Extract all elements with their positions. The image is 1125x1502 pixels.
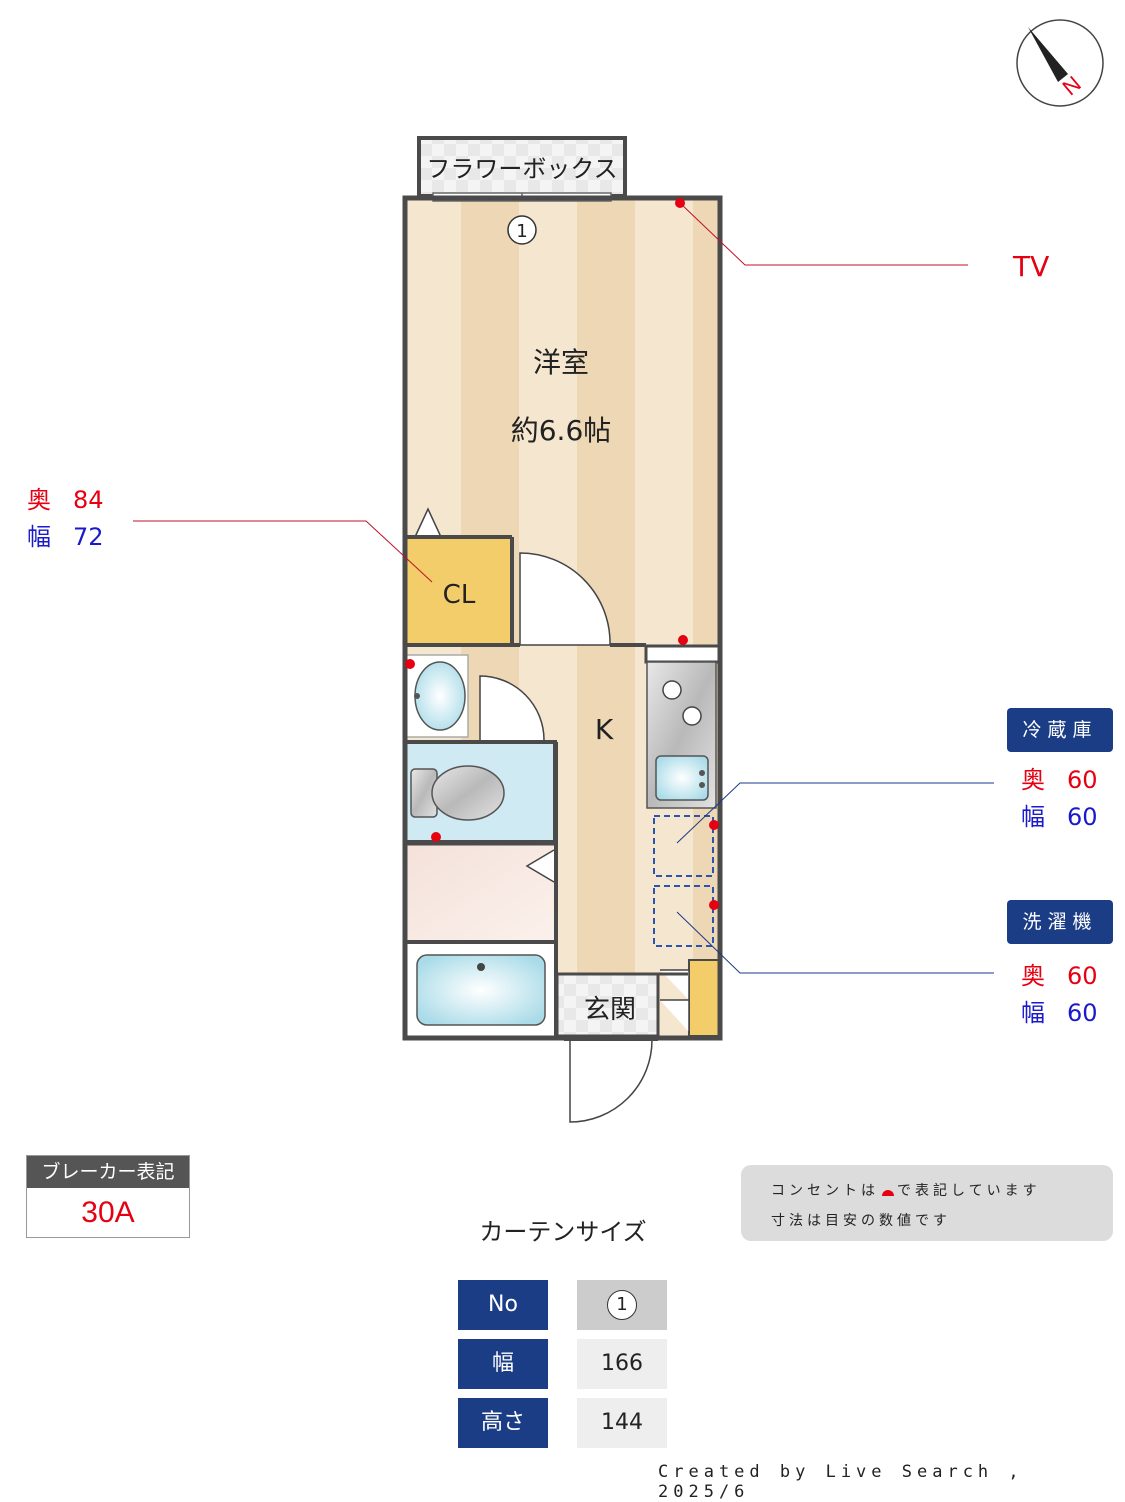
shoe-cabinet — [688, 959, 720, 1037]
bathtub — [403, 940, 558, 1040]
closet-depth-label: 奥 — [27, 486, 51, 514]
outlets — [405, 198, 719, 910]
washroom-door — [479, 675, 545, 741]
fridge-width-value: 60 — [1067, 803, 1098, 831]
fridge-depth-value: 60 — [1067, 766, 1098, 794]
curtain-table-title: カーテンサイズ — [479, 1218, 647, 1246]
closet-depth: 奥 84 — [27, 480, 104, 515]
curtain-value-no: 1 — [577, 1280, 667, 1330]
breaker-box: ブレーカー表記 30A — [26, 1155, 190, 1238]
fridge-depth: 奥 60 — [1021, 760, 1098, 795]
kitchen-sink — [655, 755, 709, 801]
closet-depth-value: 84 — [73, 486, 104, 514]
curtain-number-badge: 1 — [607, 1290, 637, 1320]
closet-width: 幅 72 — [27, 517, 104, 552]
washer-depth: 奥 60 — [1021, 956, 1098, 991]
fridge-width: 幅 60 — [1021, 797, 1098, 832]
tv-label: TV — [1013, 250, 1050, 283]
wash-basin — [405, 654, 469, 738]
window-number: 1 — [516, 221, 527, 242]
flower-box-label: フラワーボックス — [426, 155, 617, 183]
entrance-label: 玄関 — [584, 995, 636, 1025]
kitchen-counter — [646, 661, 717, 809]
washer-width-label: 幅 — [1021, 999, 1045, 1027]
curtain-value-height: 144 — [577, 1398, 667, 1448]
room-door — [519, 552, 611, 646]
dressing-area — [403, 842, 558, 944]
credit-line: Created by Live Search , 2025/6 — [658, 1462, 1024, 1502]
kitchen-label: K — [595, 713, 614, 746]
outer-wall — [402, 195, 723, 1041]
western-room-size: 約6.6帖 — [511, 414, 612, 447]
fridge-depth-label: 奥 — [1021, 766, 1045, 794]
note-line-1: コンセントは で表記しています — [771, 1180, 1041, 1200]
breaker-title: ブレーカー表記 — [27, 1156, 189, 1188]
closet: CL — [405, 507, 514, 645]
western-room-name: 洋室 — [533, 346, 589, 379]
closet-width-label: 幅 — [27, 523, 51, 551]
outlet-icon — [431, 832, 441, 842]
outlet-icon — [405, 659, 415, 669]
note-line-1-after: で表記しています — [897, 1183, 1041, 1199]
outlet-icon — [709, 900, 719, 910]
legend-note: コンセントは で表記しています 寸法は目安の数値です — [741, 1165, 1113, 1241]
washer-depth-label: 奥 — [1021, 962, 1045, 990]
fridge-badge: 冷蔵庫 — [1007, 708, 1113, 752]
compass-needle — [1028, 27, 1068, 82]
note-line-2: 寸法は目安の数値です — [771, 1213, 951, 1229]
kitchen-shelf — [644, 644, 722, 664]
stove-burner — [682, 706, 702, 726]
fridge-width-label: 幅 — [1021, 803, 1045, 831]
entrance-door — [569, 1039, 653, 1123]
fridge-leader-line — [676, 782, 994, 844]
tv-leader-line — [679, 202, 968, 266]
closet-leader-line — [133, 520, 433, 583]
washer-leader-line — [676, 911, 994, 974]
breaker-value: 30A — [81, 1196, 135, 1229]
entrance: 玄関 — [555, 959, 720, 1038]
window-number-badge — [507, 215, 537, 245]
curtain-header-no: No — [458, 1280, 548, 1330]
washer-width: 幅 60 — [1021, 993, 1098, 1028]
outlet-icon — [709, 820, 719, 830]
curtain-value-width: 166 — [577, 1339, 667, 1389]
outlet-icon — [678, 635, 688, 645]
washer-width-value: 60 — [1067, 999, 1098, 1027]
closet-width-value: 72 — [73, 523, 104, 551]
washer-depth-value: 60 — [1067, 962, 1098, 990]
curtain-header-height: 高さ — [458, 1398, 548, 1448]
note-line-1-before: コンセントは — [771, 1183, 879, 1199]
compass-ring — [1016, 19, 1104, 107]
washer-badge: 洗濯機 — [1007, 900, 1113, 944]
closet-label: CL — [443, 580, 476, 610]
floor-plan: N フラワーボックス 1 洋室 約6.6帖 CL — [133, 19, 1104, 1123]
curtain-header-width: 幅 — [458, 1339, 548, 1389]
compass: N — [1016, 19, 1104, 107]
toilet-room — [403, 740, 557, 844]
flower-box: フラワーボックス — [417, 136, 627, 198]
stove-burner — [662, 680, 682, 700]
outlet-icon — [882, 1190, 894, 1196]
